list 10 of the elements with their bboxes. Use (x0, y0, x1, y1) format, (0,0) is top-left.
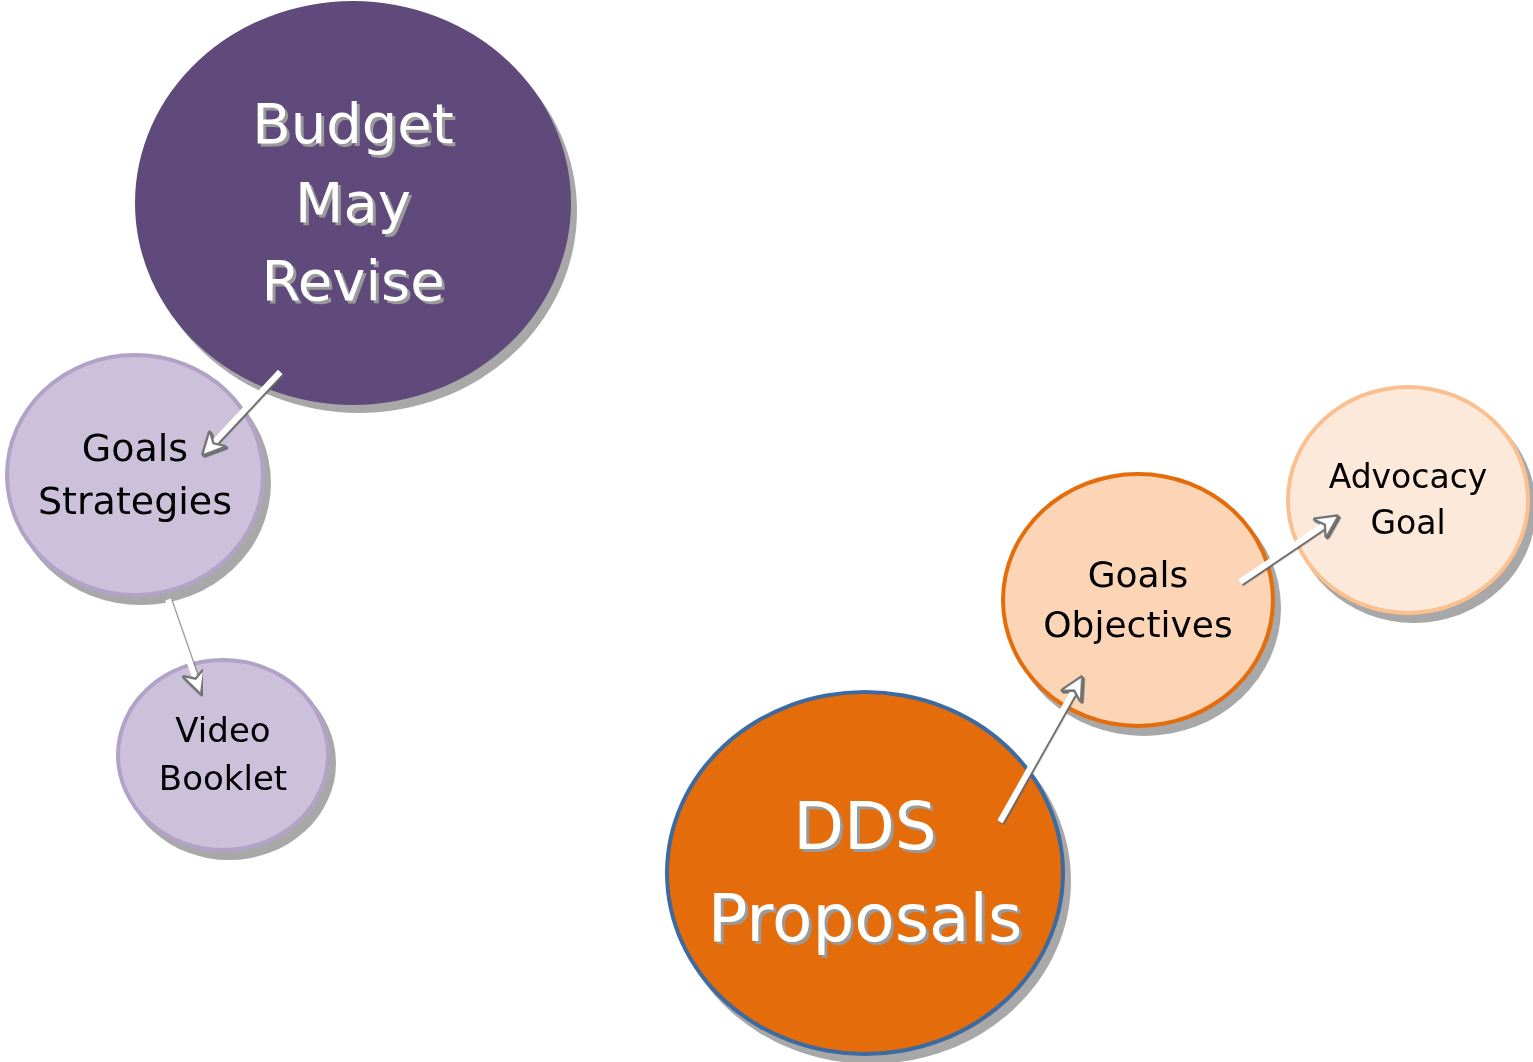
arrow (200, 369, 283, 457)
node-label: DDS Proposals (706, 786, 1024, 959)
arrow (165, 598, 206, 696)
arrow (997, 674, 1084, 824)
node-label: Video Booklet (157, 709, 289, 800)
node-label: Goals Strategies (36, 424, 234, 525)
arrow (1238, 514, 1340, 585)
node-label: Advocacy Goal (1327, 455, 1489, 544)
node-label: Goals Objectives (1042, 552, 1234, 647)
node-label: Budget May Revise (251, 90, 455, 316)
